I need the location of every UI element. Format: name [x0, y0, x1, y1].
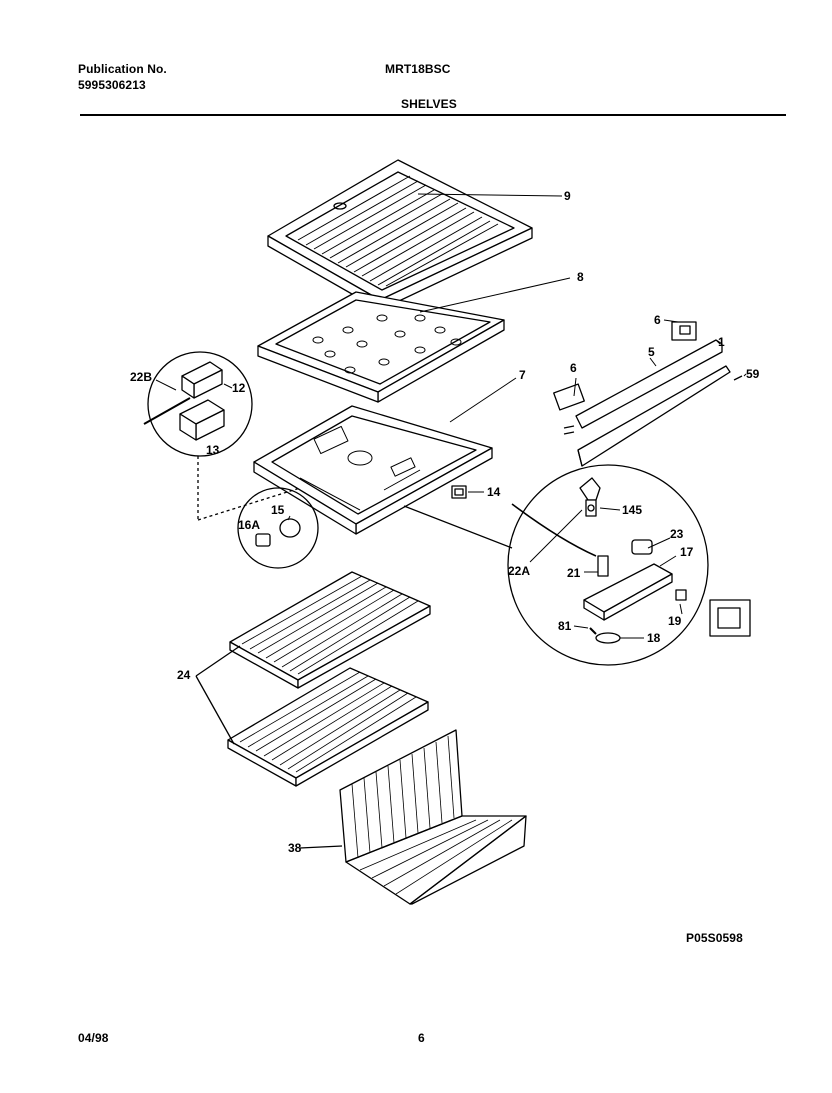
publication-label: Publication No.	[78, 62, 167, 76]
callout-6-upper: 6	[654, 313, 661, 327]
callout-24: 24	[177, 668, 191, 682]
callout-22b: 22B	[130, 370, 152, 384]
section-title: SHELVES	[401, 97, 457, 111]
callout-38: 38	[288, 841, 302, 855]
leader-lines	[155, 193, 747, 639]
part-8-shelf-frame	[257, 291, 505, 403]
callout-5: 5	[648, 345, 655, 359]
callout-145: 145	[622, 503, 642, 517]
callout-12: 12	[232, 381, 246, 395]
inset-22b-12-13	[143, 351, 253, 520]
callout-8: 8	[577, 270, 584, 284]
callout-14: 14	[487, 485, 501, 499]
callout-7: 7	[519, 368, 526, 382]
part-24-wire-shelves	[195, 571, 431, 787]
inset-15-16a	[197, 487, 319, 569]
callout-23: 23	[670, 527, 684, 541]
callout-18: 18	[647, 631, 661, 645]
publication-number: 5995306213	[78, 78, 146, 92]
callout-1: 1	[718, 335, 725, 349]
callout-6-lower: 6	[570, 361, 577, 375]
callout-9: 9	[564, 189, 571, 203]
part-7-cover-assembly	[253, 405, 493, 535]
callout-15: 15	[271, 503, 285, 517]
callout-17: 17	[680, 545, 694, 559]
footer-page-number: 6	[418, 1031, 425, 1045]
callout-16a: 16A	[238, 518, 260, 532]
part-14-switch	[451, 485, 467, 499]
footer-date: 04/98	[78, 1031, 109, 1045]
callout-13: 13	[206, 443, 220, 457]
callout-81: 81	[558, 619, 572, 633]
callout-labels: 9 8 7 6 6 5 1 59 22B 12 13 14 15 16A 145…	[130, 189, 760, 855]
callout-22a: 22A	[508, 564, 530, 578]
callout-19: 19	[668, 614, 682, 628]
part-38-wire-basket	[299, 729, 527, 905]
model-number: MRT18BSC	[385, 62, 451, 76]
part-9-glass-shelf	[267, 159, 533, 311]
part-1-5-6-rail	[553, 321, 743, 467]
figure-code: P05S0598	[686, 931, 743, 945]
callout-21: 21	[567, 566, 581, 580]
inset-light-assembly	[403, 464, 751, 666]
callout-59: 59	[746, 367, 760, 381]
header-rule	[80, 114, 786, 116]
